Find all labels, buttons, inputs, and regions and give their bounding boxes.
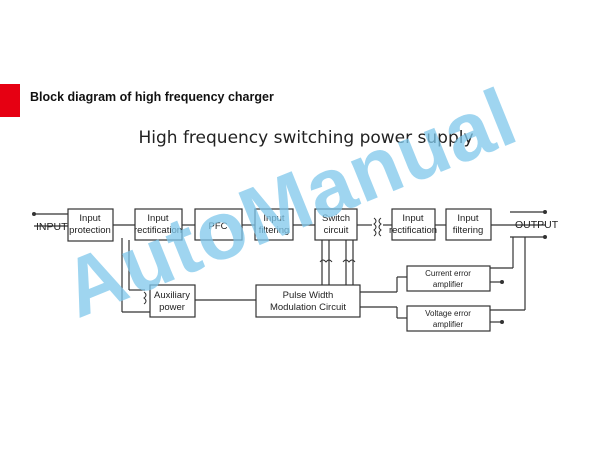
pfc-label: PFC (209, 221, 228, 232)
input-filtering-2-line2: filtering (453, 225, 484, 236)
switch-circuit-line1: Switch (322, 213, 350, 224)
input-rectification-2-line2: rectification (389, 225, 437, 236)
input-protection-line2: protection (69, 225, 111, 236)
section-heading: Block diagram of high frequency charger (30, 90, 274, 104)
switch-circuit-block (314, 208, 358, 241)
pwm-circuit-line2: Modulation Circuit (270, 302, 346, 313)
input-filtering-1-line2: filtering (259, 225, 290, 236)
input-filtering-1-line1: Input (263, 213, 284, 224)
input-rectification-2-line1: Input (402, 213, 423, 224)
auxiliary-power-block (149, 284, 196, 318)
pfc-block (194, 208, 243, 241)
input-rectification-block-1 (134, 208, 183, 241)
input-protection-block (67, 208, 114, 242)
current-error-amplifier-line2: amplifier (433, 280, 464, 289)
input-filtering-block-1 (254, 208, 294, 241)
input-filtering-block-2 (445, 208, 492, 241)
pwm-circuit-block (255, 284, 361, 318)
switch-circuit-line2: circuit (324, 225, 349, 236)
voltage-error-amplifier-line1: Voltage error (425, 309, 471, 318)
input-label: INPUT (36, 221, 68, 233)
red-accent-marker (0, 84, 20, 117)
voltage-error-amplifier-block (406, 305, 491, 332)
input-rectification-1-line2: rectification (134, 225, 182, 236)
current-error-amplifier-block (406, 265, 491, 292)
input-filtering-2-line1: Input (457, 213, 478, 224)
input-rectification-block-2 (391, 208, 436, 241)
input-protection-line1: Input (79, 213, 100, 224)
auxiliary-power-line2: power (159, 302, 185, 313)
input-rectification-1-line1: Input (147, 213, 168, 224)
auxiliary-power-line1: Auxiliary (154, 290, 190, 301)
output-label: OUTPUT (515, 219, 559, 231)
voltage-error-amplifier-line2: amplifier (433, 320, 464, 329)
pwm-circuit-line1: Pulse Width (283, 290, 334, 301)
diagram-title: High frequency switching power supply (138, 128, 474, 148)
current-error-amplifier-line1: Current error (425, 269, 471, 278)
